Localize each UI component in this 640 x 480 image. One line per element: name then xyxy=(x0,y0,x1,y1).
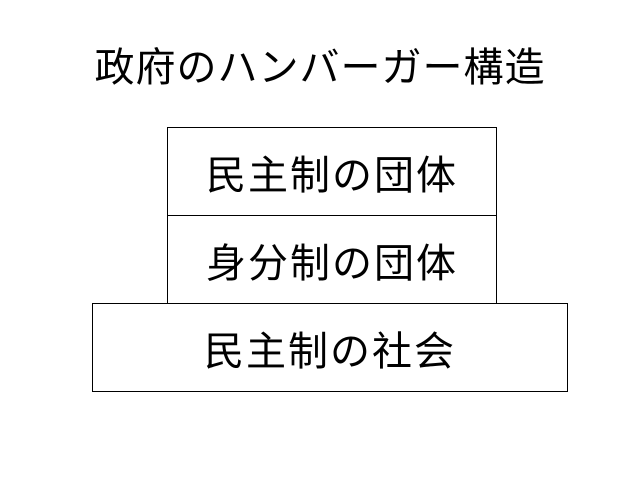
layer-label-top: 民主制の団体 xyxy=(206,152,458,199)
layer-label-bottom: 民主制の社会 xyxy=(204,328,456,375)
layer-box-bottom: 民主制の社会 xyxy=(92,303,568,392)
layer-label-middle: 身分制の団体 xyxy=(206,240,458,287)
layer-box-middle: 身分制の団体 xyxy=(167,215,497,304)
page-title: 政府のハンバーガー構造 xyxy=(94,45,546,91)
layer-box-top: 民主制の団体 xyxy=(167,127,497,216)
